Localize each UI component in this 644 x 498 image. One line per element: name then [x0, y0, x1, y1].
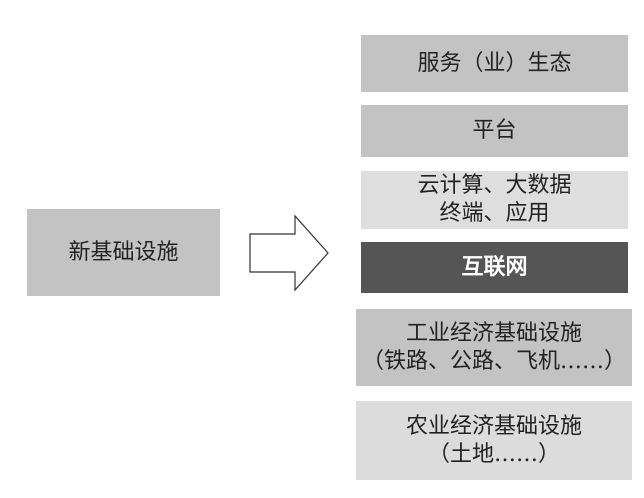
new-infrastructure-label: 新基础设施: [68, 239, 179, 265]
layer-service-ecology: 服务（业）生态: [361, 35, 628, 92]
layer-industrial-infrastructure: 工业经济基础设施 （铁路、公路、飞机……）: [356, 309, 632, 386]
layer-line: 服务（业）生态: [417, 50, 572, 76]
layer-cloud-bigdata: 云计算、大数据 终端、应用: [361, 171, 628, 229]
new-infrastructure-box: 新基础设施: [27, 209, 220, 296]
layer-line: 工业经济基础设施: [405, 320, 582, 346]
layer-line: 农业经济基础设施: [405, 413, 582, 439]
right-arrow-icon: [249, 214, 329, 292]
layer-line: 终端、应用: [439, 201, 550, 226]
layer-line: 互联网: [461, 254, 528, 280]
layer-line: （铁路、公路、飞机……）: [361, 348, 626, 374]
layer-line: 平台: [472, 118, 517, 143]
layer-line: （土地……）: [427, 441, 560, 467]
layer-line: 云计算、大数据: [417, 173, 572, 198]
layer-internet: 互联网: [361, 242, 628, 293]
layer-agricultural-infrastructure: 农业经济基础设施 （土地……）: [356, 401, 632, 480]
layer-platform: 平台: [361, 105, 628, 157]
